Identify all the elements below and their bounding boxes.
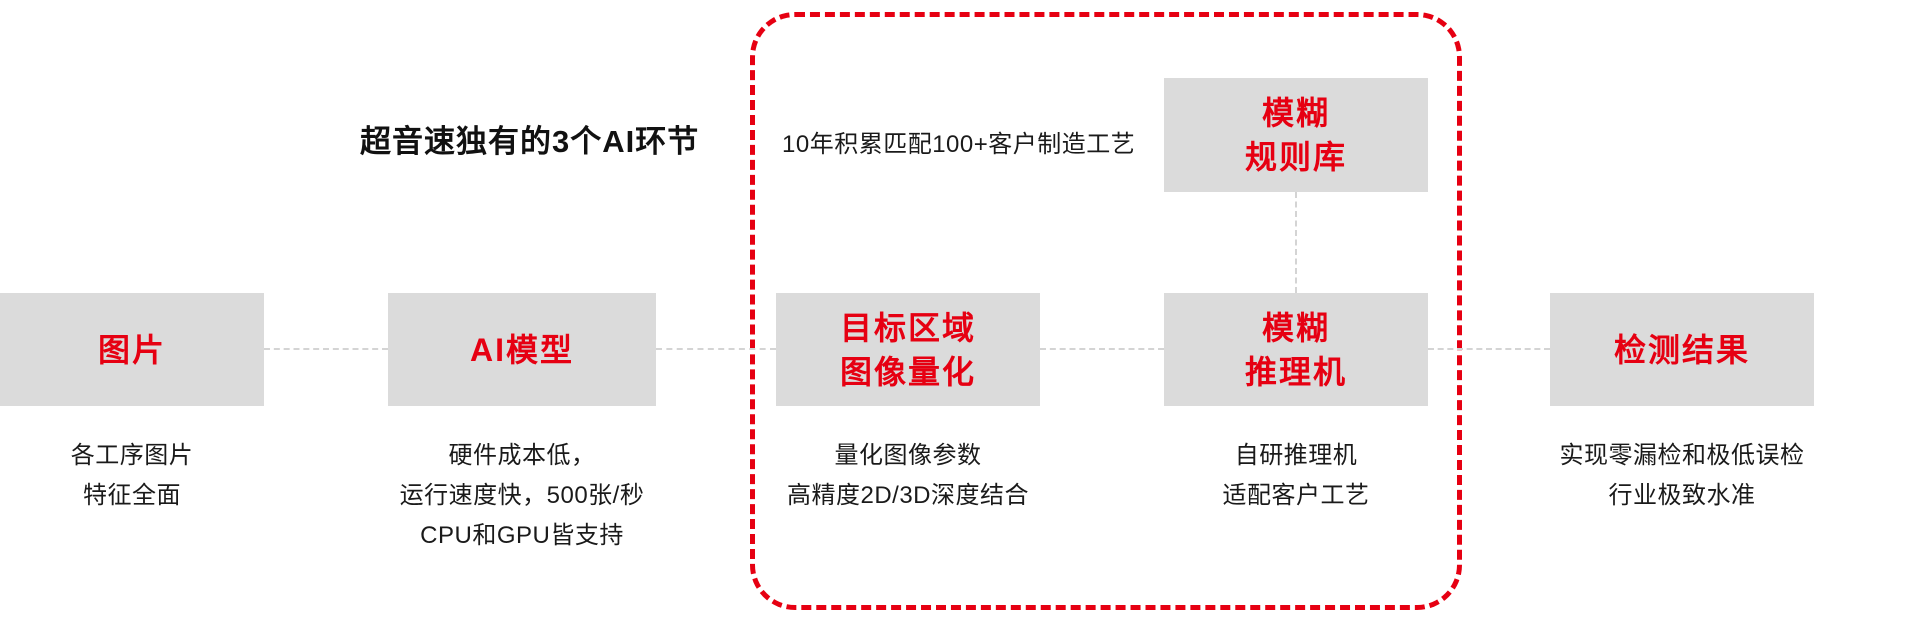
ai-steps-highlight-frame <box>750 12 1462 610</box>
desc-line: 行业极致水准 <box>1608 482 1756 509</box>
node-fuzzy-engine-description: 自研推理机 适配客户工艺 <box>1056 436 1536 516</box>
node-image-box: 图片 <box>0 293 264 406</box>
desc-line: 运行速度快，500张/秒 <box>399 482 645 509</box>
desc-line: 实现零漏检和极低误检 <box>1559 442 1805 469</box>
node-fuzzy-engine-label-line-1: 模糊 <box>1261 309 1330 346</box>
desc-line: 量化图像参数 <box>834 442 982 469</box>
node-target-quant-label-line-1: 目标区域 <box>839 309 976 346</box>
desc-line: 特征全面 <box>83 482 181 509</box>
desc-line: 硬件成本低， <box>448 442 596 469</box>
node-ai-model-label: AI模型 <box>469 331 574 368</box>
node-fuzzy-engine-label-line-2: 推理机 <box>1244 353 1347 390</box>
node-fuzzy-engine-box: 模糊 推理机 <box>1164 293 1428 406</box>
desc-line: 适配客户工艺 <box>1222 482 1370 509</box>
node-fuzzy-rules-label-line-2: 规则库 <box>1244 139 1347 175</box>
node-fuzzy-rules-box: 模糊 规则库 <box>1164 78 1428 192</box>
frame-annotation: 10年积累匹配100+客户制造工艺 <box>782 131 1136 158</box>
node-ai-model-box: AI模型 <box>388 293 656 406</box>
node-target-quant-box: 目标区域 图像量化 <box>776 293 1040 406</box>
node-ai-model-description: 硬件成本低， 运行速度快，500张/秒 CPU和GPU皆支持 <box>282 436 762 556</box>
desc-line: CPU和GPU皆支持 <box>420 522 624 549</box>
node-result-box: 检测结果 <box>1550 293 1814 406</box>
connector-ai-model-to-target-quant <box>656 348 776 350</box>
node-target-quant-label-line-2: 图像量化 <box>839 353 976 390</box>
node-result-label: 检测结果 <box>1613 331 1750 368</box>
desc-line: 自研推理机 <box>1234 442 1358 469</box>
node-image-label: 图片 <box>97 331 166 368</box>
node-result-description: 实现零漏检和极低误检 行业极致水准 <box>1442 436 1920 516</box>
connector-fuzzy-rules-to-fuzzy-engine <box>1295 192 1297 293</box>
node-image-description: 各工序图片 特征全面 <box>0 436 372 516</box>
node-target-quant-description: 量化图像参数 高精度2D/3D深度结合 <box>668 436 1148 516</box>
diagram-title: 超音速独有的3个AI环节 <box>360 124 700 159</box>
connector-target-quant-to-fuzzy-engine <box>1040 348 1164 350</box>
connector-fuzzy-engine-to-result <box>1428 348 1550 350</box>
desc-line: 高精度2D/3D深度结合 <box>786 482 1030 509</box>
connector-image-to-ai-model <box>264 348 388 350</box>
desc-line: 各工序图片 <box>70 442 194 469</box>
node-fuzzy-rules-label-line-1: 模糊 <box>1261 95 1330 131</box>
